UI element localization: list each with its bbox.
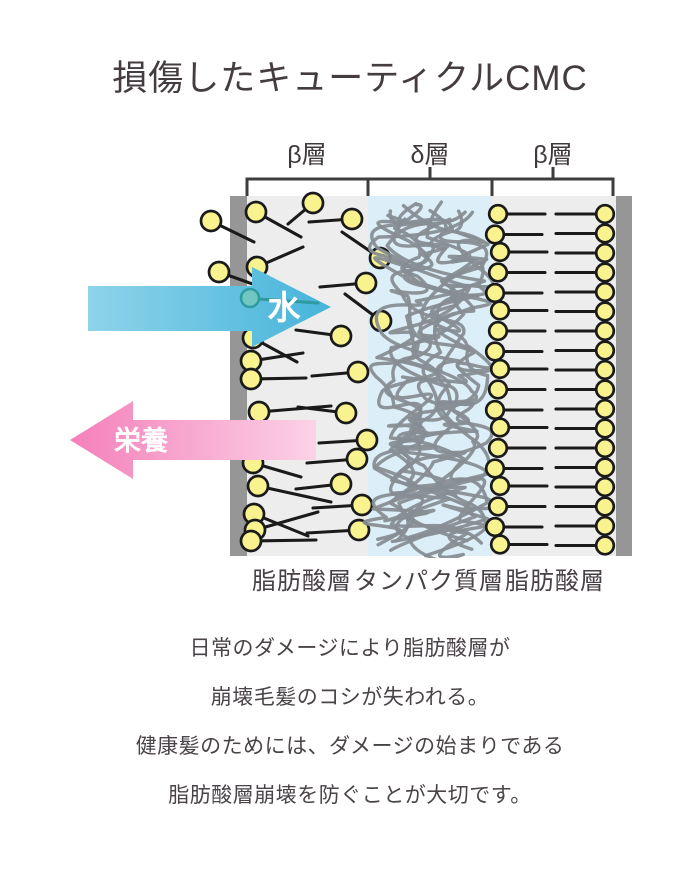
description-line: 崩壊毛髪のコシが失われる。: [210, 686, 490, 709]
water-arrow-label: 水: [268, 289, 302, 326]
water-arrow: [88, 267, 331, 347]
protein-layer-label: タンパク質層: [354, 568, 504, 595]
page-title: 損傷したキューティクルCMC: [112, 59, 588, 98]
right-wall: [616, 196, 632, 556]
layer-bracket: [245, 167, 615, 197]
water-molecule-tail: [257, 297, 320, 305]
left-fatty-acid-lipids: [199, 191, 393, 553]
description: 日常のダメージにより脂肪酸層が 崩壊毛髪のコシが失われる。 健康髪のためには、ダ…: [0, 624, 700, 820]
nutrient-arrow: [70, 401, 316, 479]
fatty-acid-layer-label-left: 脂肪酸層: [252, 568, 352, 595]
fatty-acid-layer-label-right: 脂肪酸層: [505, 568, 605, 595]
delta-layer-label: δ層: [411, 141, 450, 169]
beta-layer-label-right: β層: [533, 141, 572, 169]
description-line: 健康髪のためには、ダメージの始まりである: [135, 735, 565, 758]
beta-layer-label-left: β層: [287, 141, 326, 169]
protein-tangle: [362, 200, 498, 558]
water-molecule: [239, 287, 261, 309]
description-line: 脂肪酸層崩壊を防ぐことが大切です。: [168, 784, 532, 807]
right-fatty-acid-lipids: [484, 203, 616, 556]
nutrient-arrow-label: 栄養: [113, 425, 169, 456]
description-line: 日常のダメージにより脂肪酸層が: [189, 637, 511, 660]
